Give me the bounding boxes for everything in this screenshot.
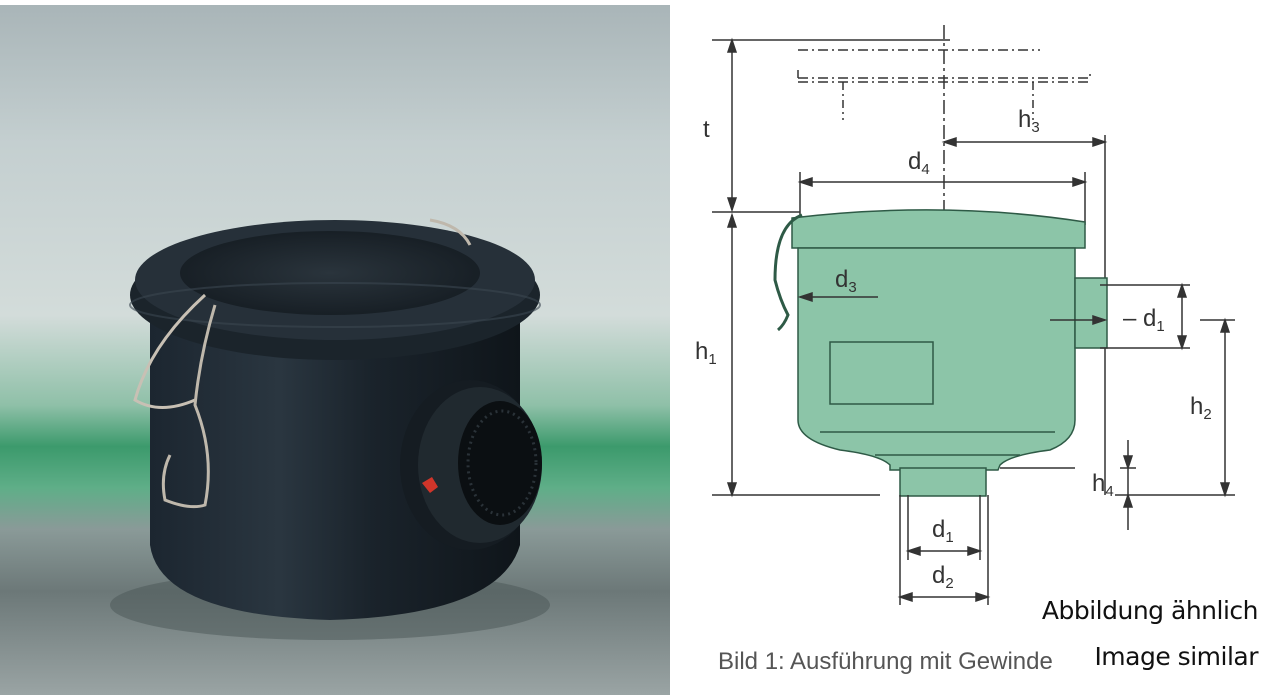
filter-housing-illustration <box>110 218 550 640</box>
filter-body <box>773 209 1108 497</box>
label-d1-bottom: d1 <box>932 516 954 546</box>
label-d1-side: – d1 <box>1123 305 1165 335</box>
figure-caption: Bild 1: Ausführung mit Gewinde <box>718 648 1053 675</box>
overlay-text-english: Image similar <box>1094 642 1258 671</box>
product-photo <box>0 5 670 695</box>
diagram-drawing <box>712 25 1235 605</box>
label-d3: d3 <box>835 266 857 296</box>
label-h1: h1 <box>695 338 717 368</box>
label-d4: d4 <box>908 148 930 178</box>
label-h2: h2 <box>1190 393 1212 423</box>
label-h4: h4 <box>1092 470 1114 500</box>
label-h3: h3 <box>1018 106 1040 136</box>
label-t: t <box>703 116 710 143</box>
overlay-text-german: Abbildung ähnlich <box>1041 596 1259 625</box>
dimension-diagram: t h3 d4 d3 h1 – d1 h2 h4 d1 d2 <box>680 0 1280 695</box>
label-d2: d2 <box>932 562 954 592</box>
